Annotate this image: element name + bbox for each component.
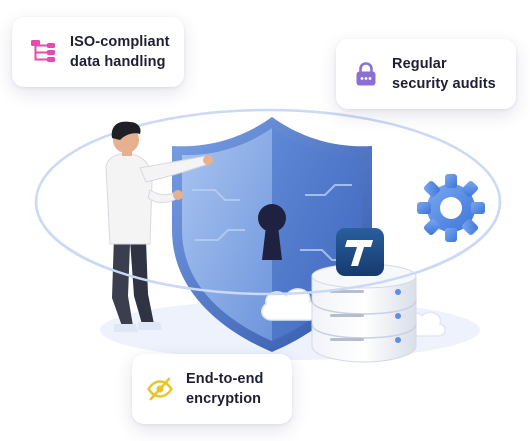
person-figure bbox=[105, 121, 213, 332]
encryption-label: End-to-end encryption bbox=[186, 371, 264, 407]
orbit-ring-front bbox=[34, 201, 502, 296]
iso-compliance-card: ISO-compliant data handling bbox=[12, 17, 184, 87]
security-audits-label: Regular security audits bbox=[392, 56, 496, 92]
t-logo-icon bbox=[336, 228, 384, 276]
security-audits-card: Regular security audits bbox=[336, 39, 516, 109]
database-server-icon bbox=[311, 263, 417, 363]
hierarchy-icon bbox=[28, 37, 58, 67]
iso-compliance-label: ISO-compliant data handling bbox=[70, 34, 170, 70]
gear-icon bbox=[417, 174, 485, 242]
lock-icon bbox=[352, 60, 380, 88]
no-eye-icon bbox=[146, 375, 174, 403]
encryption-card: End-to-end encryption bbox=[132, 354, 292, 424]
